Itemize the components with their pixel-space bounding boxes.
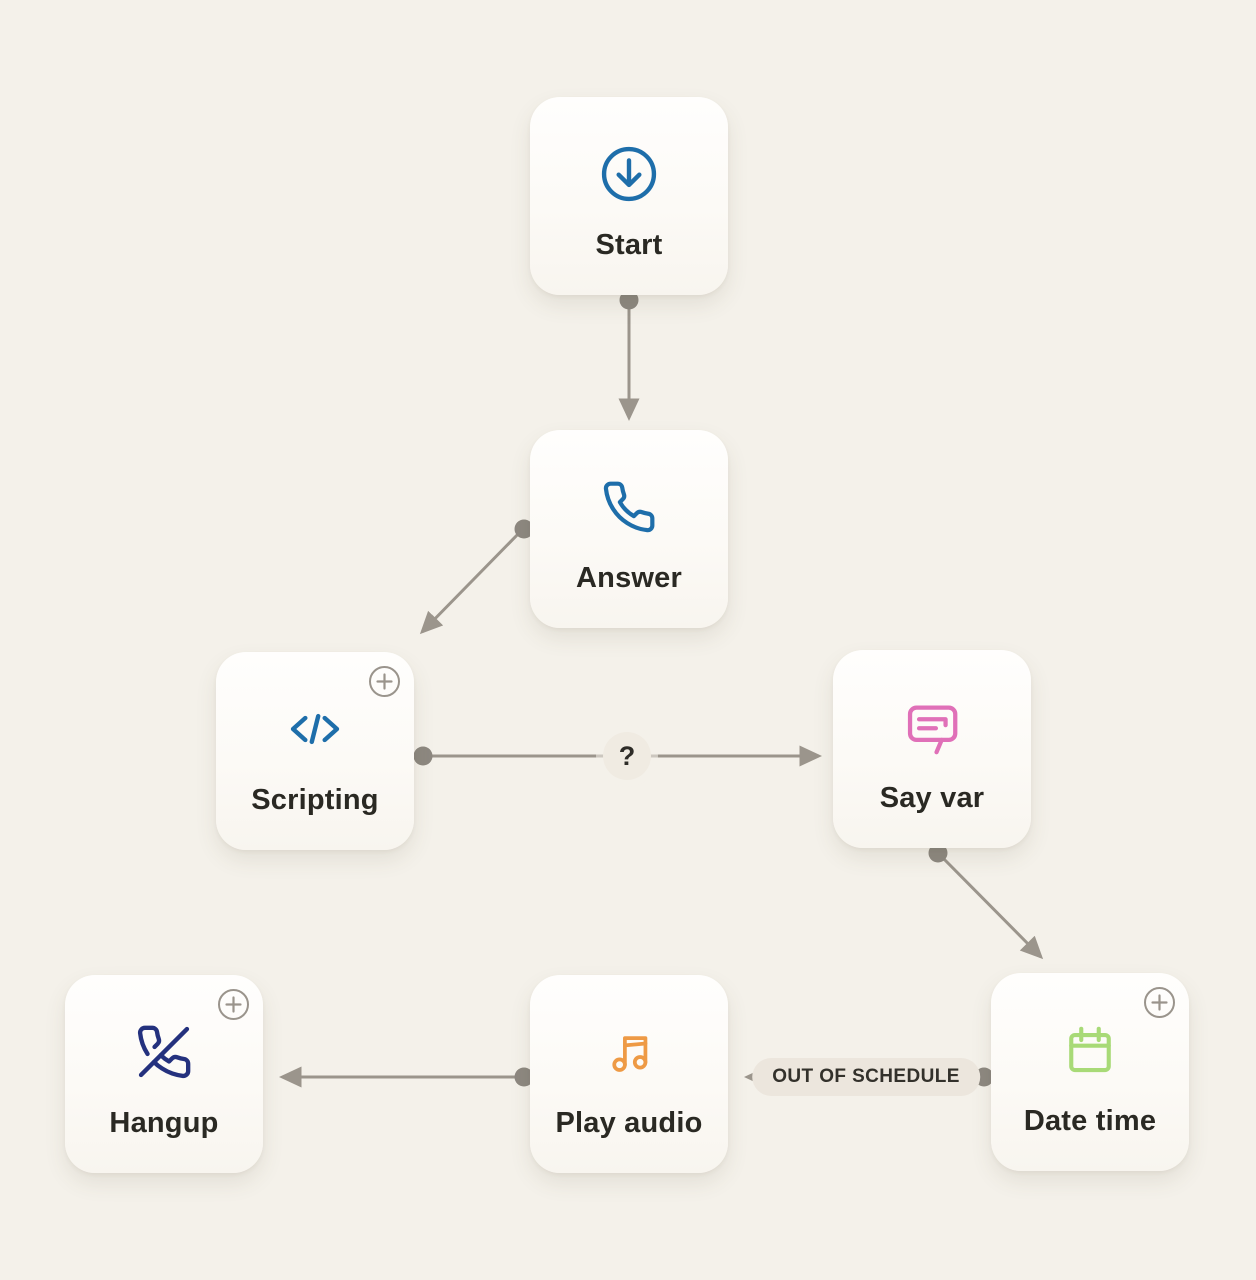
node-answer[interactable]: Answer bbox=[530, 430, 728, 628]
music-note-icon bbox=[600, 1021, 658, 1083]
edge-condition-badge[interactable]: ? bbox=[603, 732, 651, 780]
plus-icon bbox=[1151, 994, 1168, 1011]
add-step-button[interactable] bbox=[1144, 987, 1175, 1018]
add-step-button[interactable] bbox=[218, 989, 249, 1020]
connection-handle-scripting[interactable] bbox=[413, 746, 433, 766]
plus-icon bbox=[376, 673, 393, 690]
download-circle-icon bbox=[598, 143, 660, 205]
calendar-icon bbox=[1060, 1019, 1120, 1081]
node-start[interactable]: Start bbox=[530, 97, 728, 295]
phone-off-icon bbox=[135, 1021, 193, 1083]
speech-bubble-icon bbox=[901, 696, 963, 758]
node-date-time[interactable]: Date time bbox=[991, 973, 1189, 1171]
edge-answer-scripting bbox=[419, 527, 525, 635]
node-say-var[interactable]: Say var bbox=[833, 650, 1031, 848]
phone-icon bbox=[601, 476, 657, 538]
plus-icon bbox=[225, 996, 242, 1013]
node-label: Date time bbox=[1023, 1105, 1157, 1137]
node-scripting[interactable]: Scripting bbox=[216, 652, 414, 850]
node-label: Answer bbox=[576, 562, 682, 594]
node-label: Scripting bbox=[251, 784, 379, 816]
node-label: Play audio bbox=[555, 1107, 703, 1139]
node-label: Hangup bbox=[109, 1107, 219, 1139]
node-play-audio[interactable]: Play audio bbox=[530, 975, 728, 1173]
node-label: Say var bbox=[879, 782, 985, 814]
node-label: Start bbox=[595, 229, 663, 261]
edge-branch-label: OUT OF SCHEDULE bbox=[752, 1058, 980, 1096]
edge-sayvar-datetime bbox=[936, 851, 1044, 960]
add-step-button[interactable] bbox=[369, 666, 400, 697]
code-icon bbox=[283, 698, 347, 760]
node-hangup[interactable]: Hangup bbox=[65, 975, 263, 1173]
